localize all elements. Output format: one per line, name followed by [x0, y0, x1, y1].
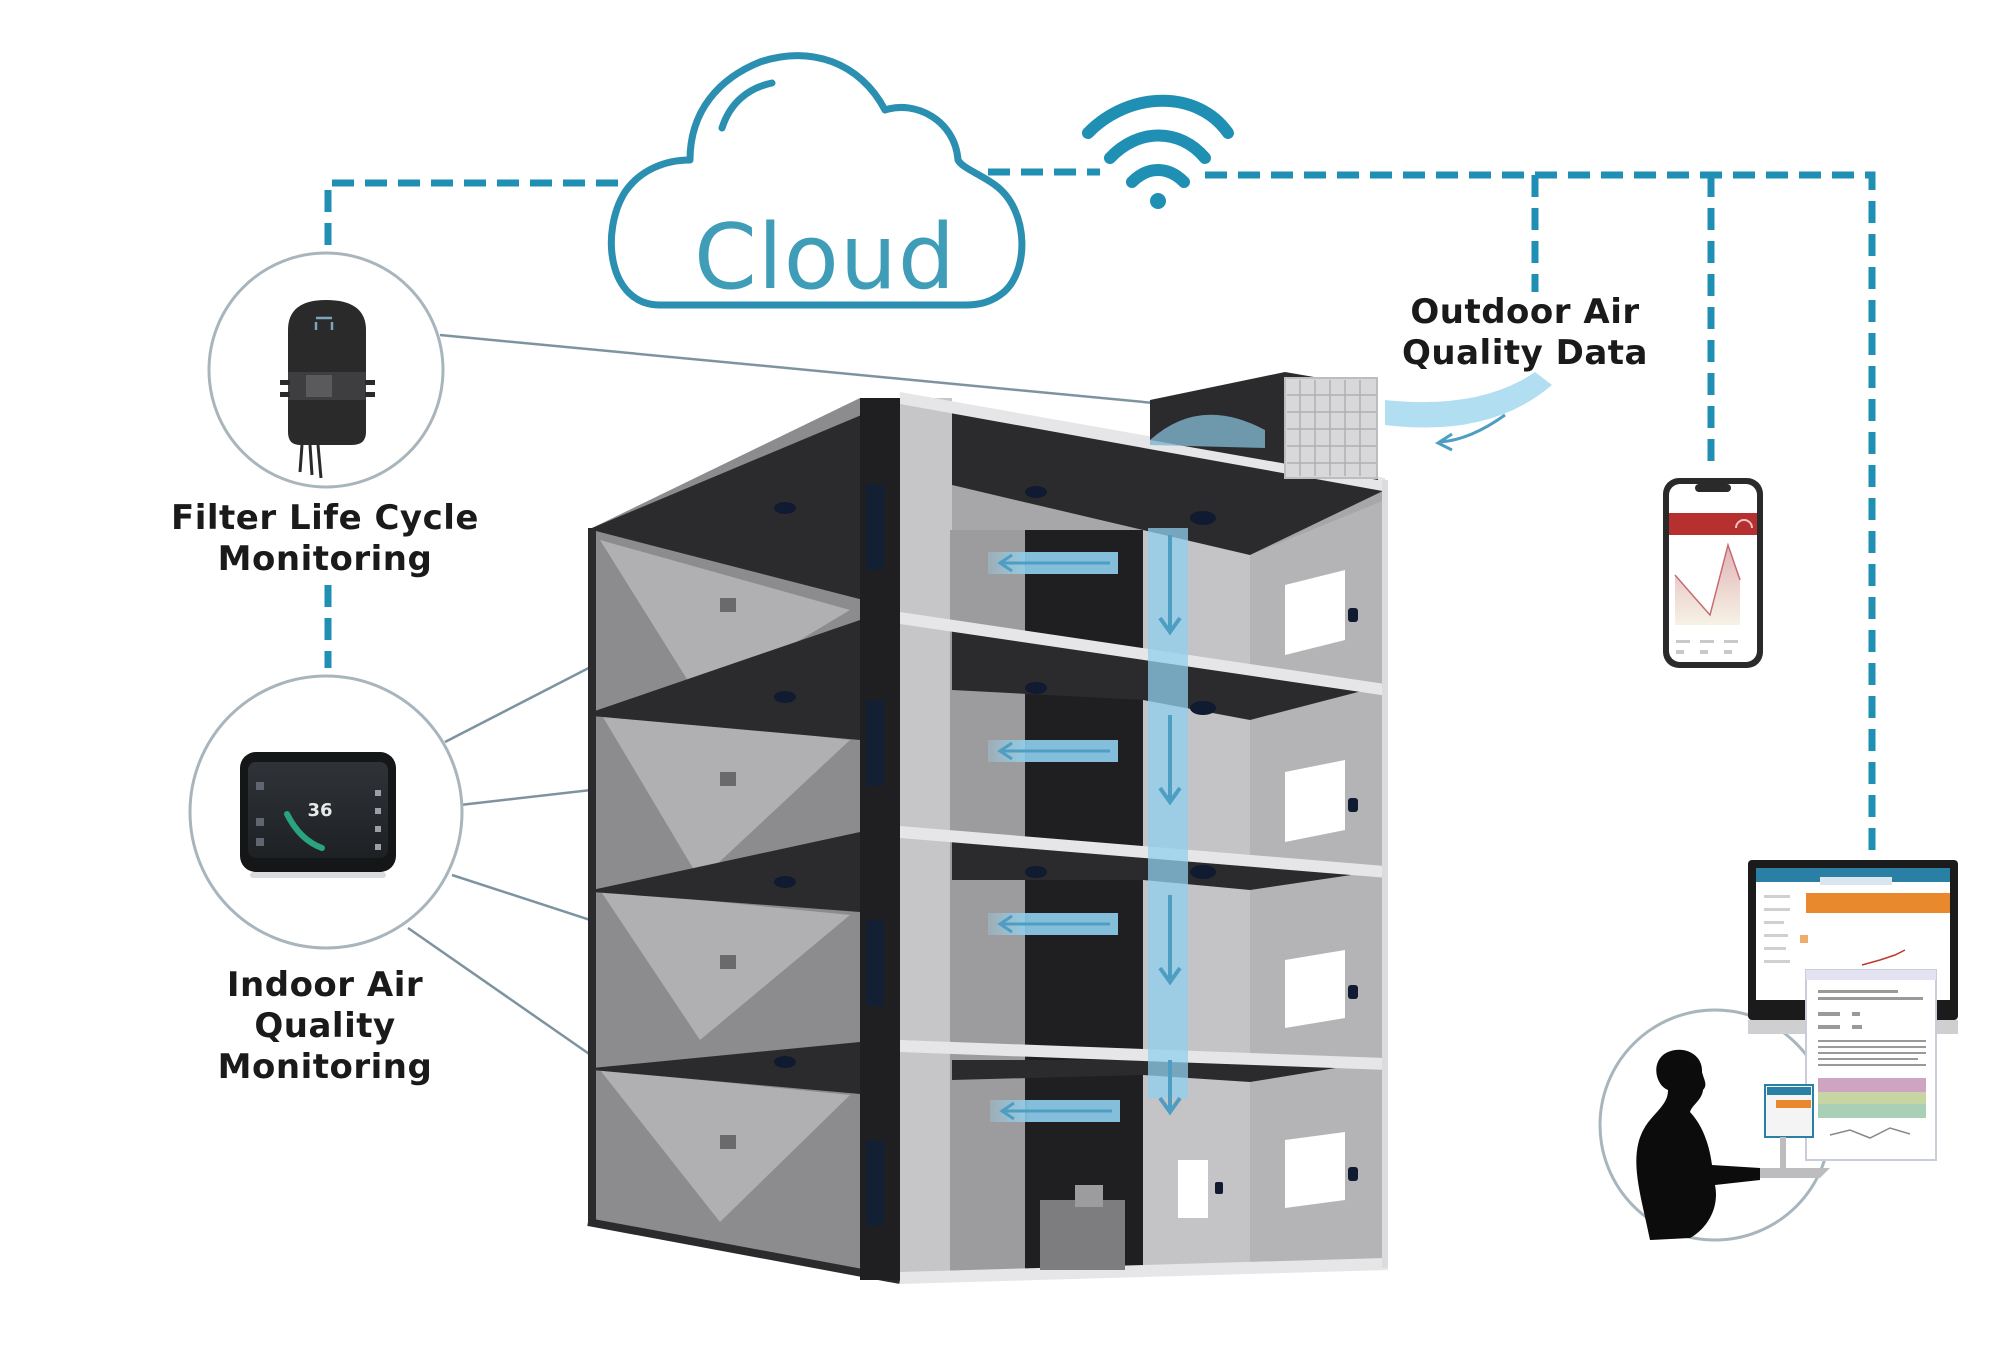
connection-wifi-bus — [1205, 171, 1876, 858]
air-quality-monitor-icon: 36 — [240, 752, 396, 878]
connection-lines — [324, 168, 1876, 858]
filter-label-line1: Filter Life Cycle — [171, 498, 479, 538]
outdoor-label-line2: Quality Data — [1402, 333, 1648, 373]
indoor-label-line1: Indoor Air — [226, 965, 424, 1005]
outdoor-data-label: Outdoor Air Quality Data — [1380, 292, 1670, 374]
filter-sensor-icon — [280, 300, 375, 479]
indoor-label-line3: Monitoring — [217, 1047, 433, 1087]
wifi-icon — [1082, 94, 1234, 209]
connection-filter-to-cloud — [324, 179, 622, 245]
indoor-label-line2: Quality — [254, 1006, 396, 1046]
building-cutaway-icon — [587, 372, 1388, 1284]
report-document — [1805, 969, 1937, 1161]
smartphone-icon — [1663, 478, 1763, 668]
filter-monitor-bubble — [207, 251, 445, 489]
cloud-label: Cloud — [693, 205, 957, 310]
cloud-icon — [607, 52, 1026, 309]
outdoor-airflow-arrow — [1385, 372, 1552, 452]
airflow-arrows — [988, 552, 1120, 1122]
indoor-monitoring-label: Indoor Air Quality Monitoring — [170, 965, 480, 1088]
filter-monitoring-label: Filter Life Cycle Monitoring — [150, 498, 500, 580]
monitor-reading: 36 — [307, 800, 332, 821]
indoor-monitor-bubble: 36 — [188, 674, 464, 950]
filter-label-line2: Monitoring — [217, 539, 433, 579]
outdoor-label-line1: Outdoor Air — [1410, 292, 1640, 332]
person-at-computer-icon — [1636, 1049, 1830, 1240]
